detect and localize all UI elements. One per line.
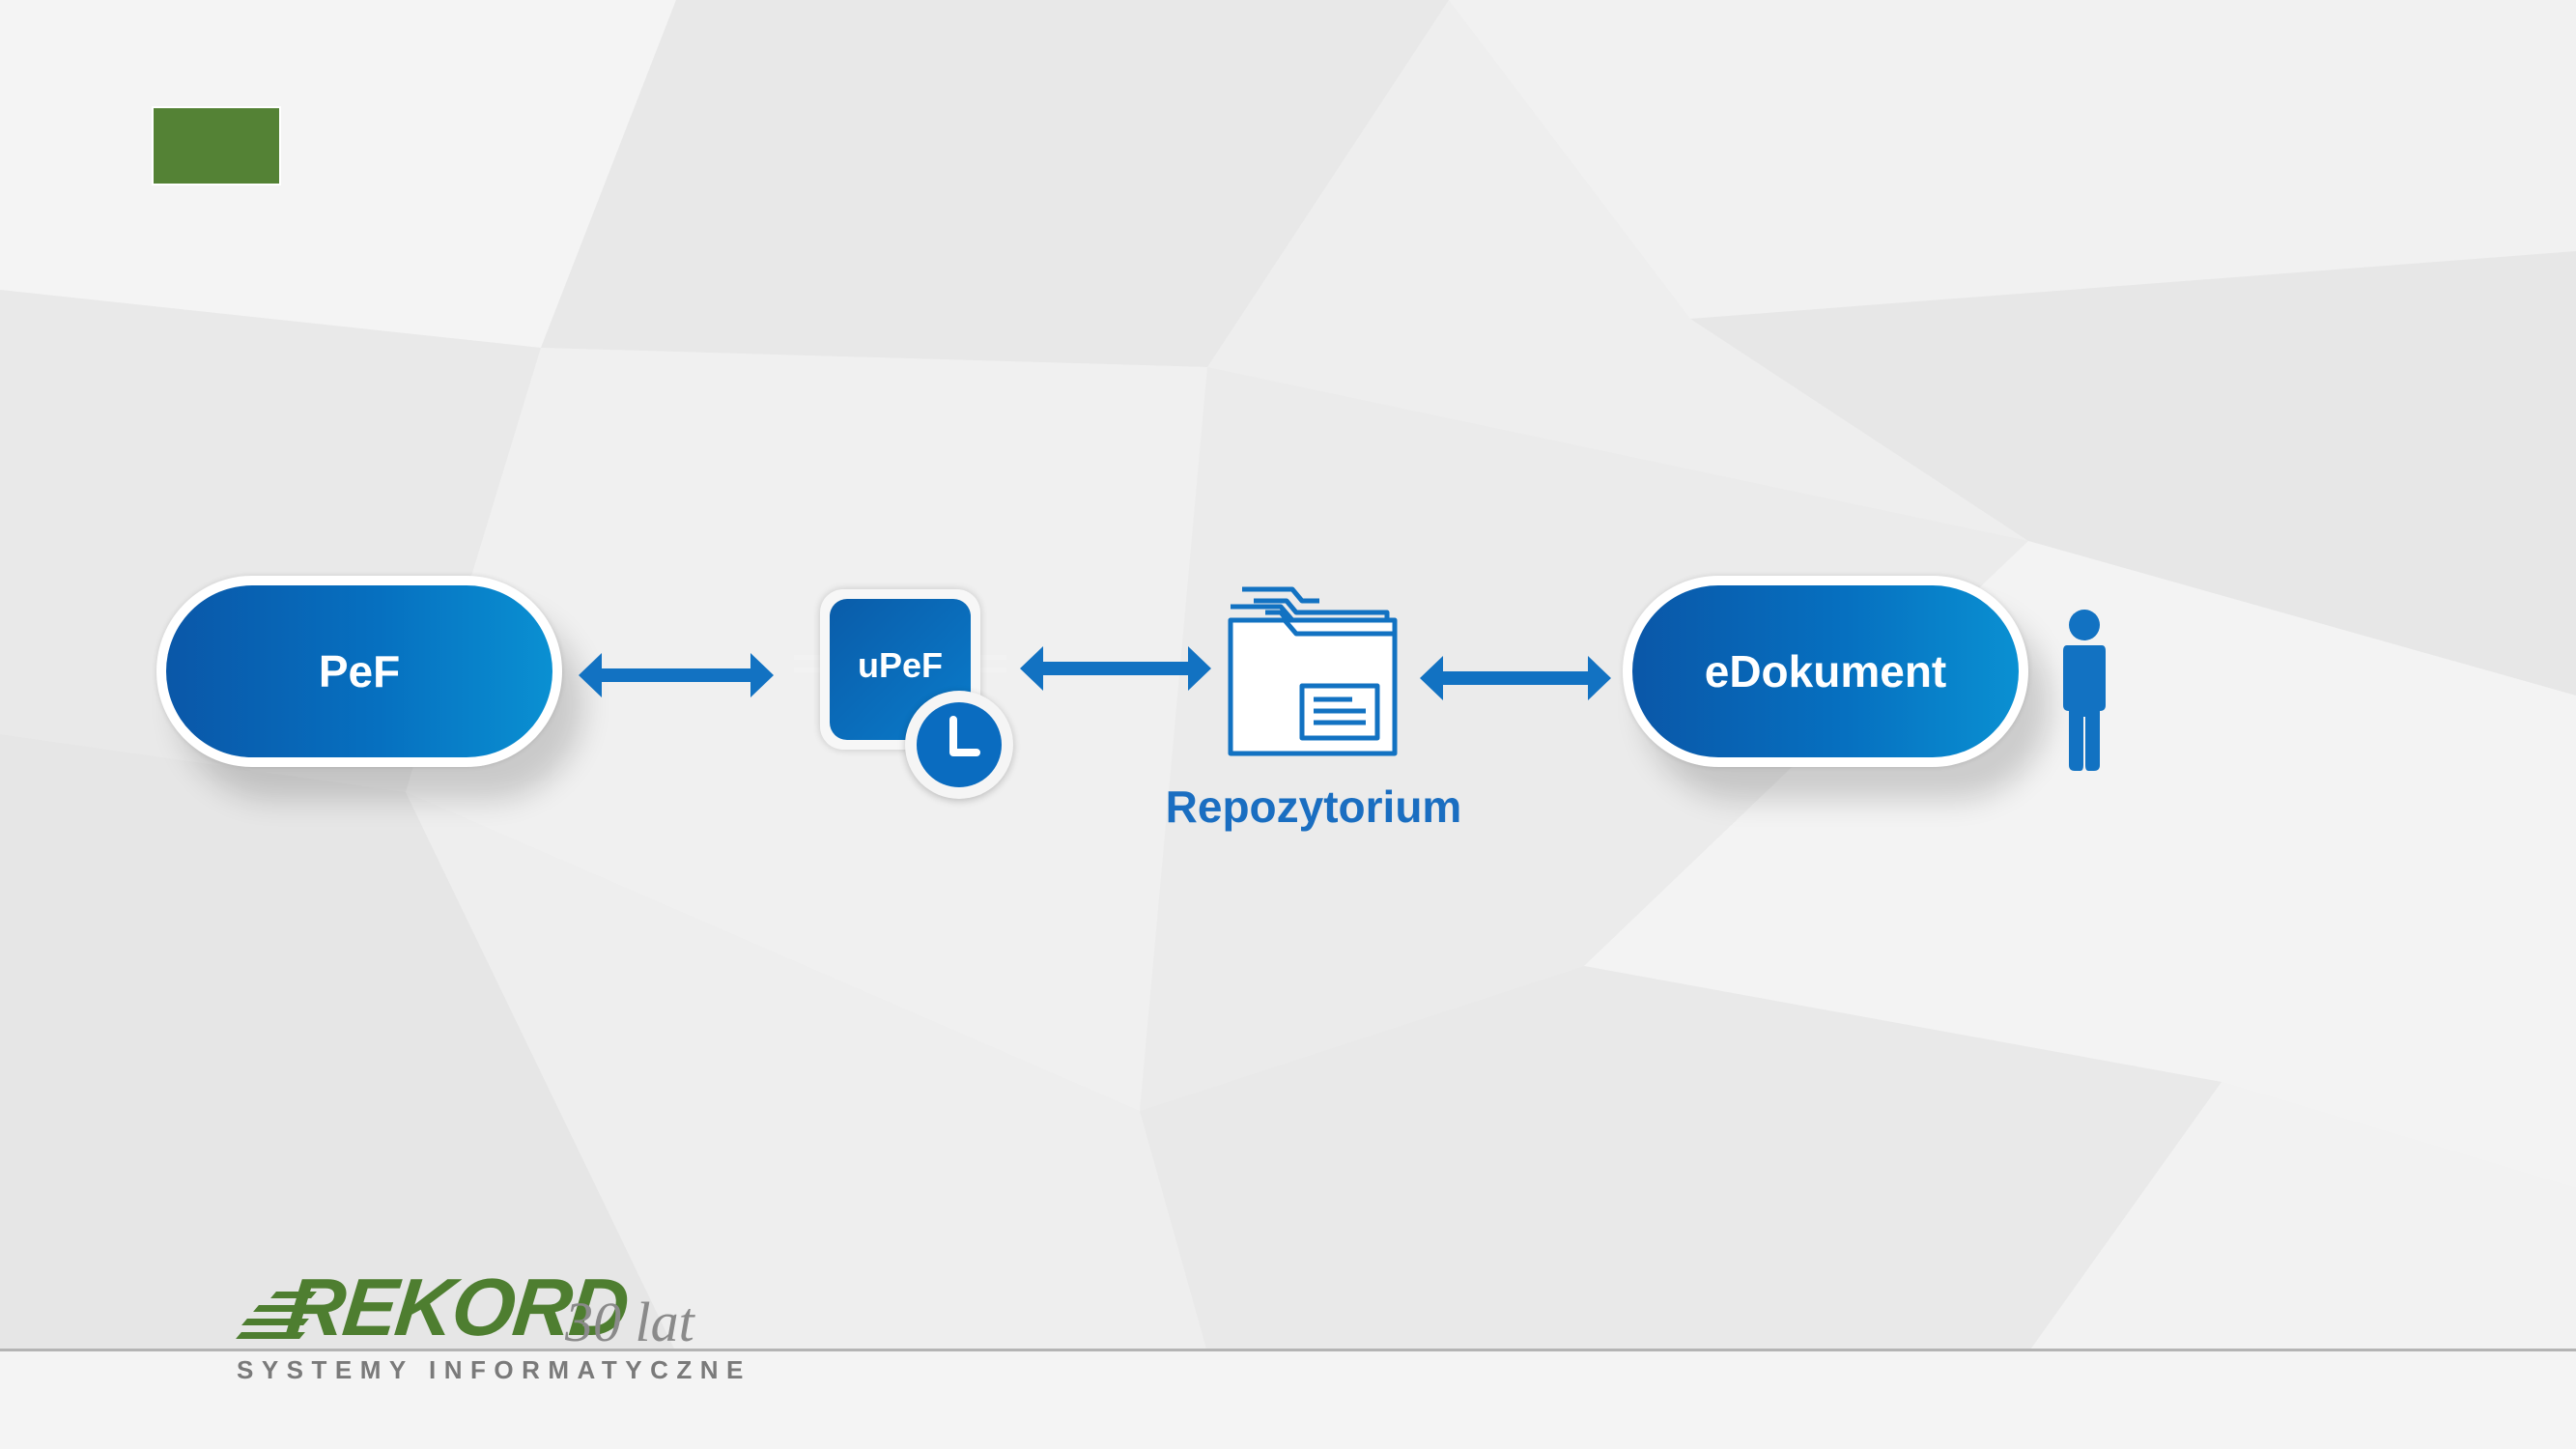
connector-left bbox=[794, 655, 827, 672]
clock-icon bbox=[905, 691, 1013, 799]
edokument-node: eDokument bbox=[1623, 576, 2028, 767]
arrow-upef-repozytorium bbox=[1020, 646, 1211, 691]
green-accent-box bbox=[152, 106, 281, 185]
arrow-repozytorium-edokument bbox=[1420, 656, 1611, 700]
footer-divider bbox=[0, 1349, 2576, 1351]
person-icon bbox=[2063, 610, 2106, 771]
connector-right bbox=[974, 655, 1006, 672]
edokument-label: eDokument bbox=[1704, 646, 1947, 696]
repozytorium-label: Repozytorium bbox=[1165, 781, 1462, 832]
folder-icon bbox=[1228, 586, 1398, 756]
pef-node: PeF bbox=[156, 576, 562, 767]
logo-anniversary: 30 lat bbox=[565, 1291, 694, 1353]
upef-node: uPeF bbox=[794, 589, 1013, 802]
pef-label: PeF bbox=[318, 646, 401, 696]
pef-pill: PeF bbox=[166, 585, 552, 757]
rekord-logo: REKORD 30 lat SYSTEMY INFORMATYCZNE bbox=[236, 1261, 753, 1386]
logo-tagline: SYSTEMY INFORMATYCZNE bbox=[237, 1355, 751, 1384]
upef-label: uPeF bbox=[857, 645, 943, 685]
edokument-pill: eDokument bbox=[1632, 585, 2019, 757]
arrow-pef-upef bbox=[579, 653, 774, 697]
